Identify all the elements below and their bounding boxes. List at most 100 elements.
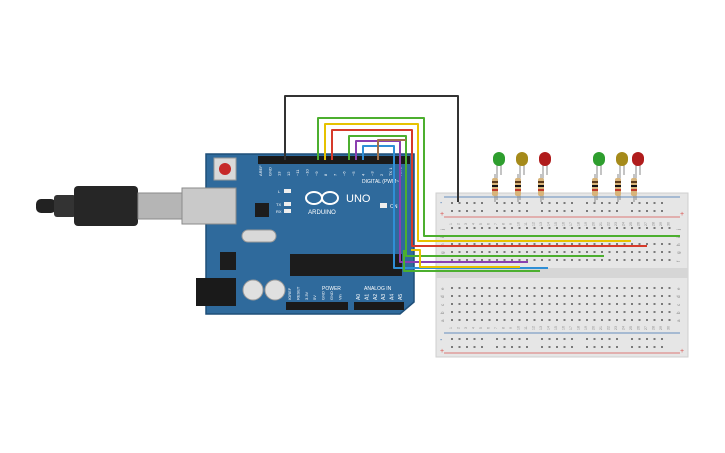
breadboard-hole[interactable] (548, 303, 551, 305)
breadboard-hole[interactable] (646, 303, 648, 305)
breadboard-hole[interactable] (563, 287, 566, 289)
rail-hole[interactable] (526, 210, 528, 212)
breadboard-hole[interactable] (586, 311, 588, 313)
breadboard-hole[interactable] (466, 311, 468, 313)
rail-hole[interactable] (518, 346, 521, 348)
breadboard-hole[interactable] (466, 319, 468, 321)
breadboard-hole[interactable] (623, 311, 626, 313)
breadboard-hole[interactable] (451, 259, 453, 261)
rail-hole[interactable] (653, 346, 656, 348)
breadboard-hole[interactable] (578, 295, 581, 297)
breadboard-hole[interactable] (466, 259, 468, 261)
breadboard-hole[interactable] (586, 303, 588, 305)
breadboard-hole[interactable] (466, 251, 468, 253)
breadboard-hole[interactable] (608, 319, 611, 321)
led-yellow[interactable] (616, 152, 628, 166)
breadboard-hole[interactable] (541, 311, 543, 313)
breadboard-hole[interactable] (586, 259, 588, 261)
breadboard-hole[interactable] (548, 251, 551, 253)
breadboard-hole[interactable] (586, 243, 588, 245)
breadboard-hole[interactable] (548, 287, 551, 289)
rail-hole[interactable] (661, 210, 663, 212)
breadboard-hole[interactable] (526, 287, 528, 289)
rail-hole[interactable] (638, 346, 641, 348)
breadboard-hole[interactable] (488, 251, 491, 253)
rail-hole[interactable] (466, 202, 468, 204)
breadboard-hole[interactable] (481, 243, 483, 245)
breadboard-hole[interactable] (668, 303, 671, 305)
breadboard-hole[interactable] (668, 243, 671, 245)
breadboard-hole[interactable] (541, 319, 543, 321)
breadboard-hole[interactable] (511, 243, 513, 245)
breadboard-hole[interactable] (518, 287, 521, 289)
rail-hole[interactable] (661, 338, 663, 340)
breadboard-hole[interactable] (451, 251, 453, 253)
breadboard-hole[interactable] (616, 259, 618, 261)
breadboard-hole[interactable] (661, 319, 663, 321)
breadboard-hole[interactable] (488, 227, 491, 229)
breadboard-hole[interactable] (451, 243, 453, 245)
breadboard-hole[interactable] (601, 311, 603, 313)
rail-hole[interactable] (451, 338, 453, 340)
rail-hole[interactable] (601, 346, 603, 348)
rail-hole[interactable] (556, 338, 558, 340)
rail-hole[interactable] (608, 210, 611, 212)
breadboard-hole[interactable] (563, 295, 566, 297)
breadboard-hole[interactable] (646, 311, 648, 313)
rail-hole[interactable] (503, 338, 506, 340)
breadboard-hole[interactable] (608, 243, 611, 245)
breadboard-hole[interactable] (488, 319, 491, 321)
rail-hole[interactable] (601, 202, 603, 204)
breadboard-hole[interactable] (638, 259, 641, 261)
breadboard-hole[interactable] (646, 295, 648, 297)
breadboard-hole[interactable] (548, 311, 551, 313)
led-yellow[interactable] (516, 152, 528, 166)
breadboard-hole[interactable] (473, 311, 476, 313)
rail-hole[interactable] (608, 202, 611, 204)
breadboard-hole[interactable] (593, 227, 596, 229)
rail-hole[interactable] (458, 338, 461, 340)
rail-hole[interactable] (601, 338, 603, 340)
rail-hole[interactable] (451, 346, 453, 348)
rail-hole[interactable] (496, 346, 498, 348)
breadboard-hole[interactable] (511, 287, 513, 289)
breadboard-hole[interactable] (503, 319, 506, 321)
breadboard-hole[interactable] (496, 251, 498, 253)
rail-hole[interactable] (616, 210, 618, 212)
breadboard-hole[interactable] (638, 319, 641, 321)
breadboard-hole[interactable] (511, 295, 513, 297)
breadboard-hole[interactable] (668, 251, 671, 253)
breadboard-hole[interactable] (623, 251, 626, 253)
breadboard-hole[interactable] (653, 287, 656, 289)
breadboard-hole[interactable] (466, 243, 468, 245)
rail-hole[interactable] (503, 346, 506, 348)
rail-hole[interactable] (646, 202, 648, 204)
breadboard-hole[interactable] (661, 311, 663, 313)
breadboard-hole[interactable] (601, 243, 603, 245)
breadboard-hole[interactable] (533, 287, 536, 289)
breadboard-hole[interactable] (533, 295, 536, 297)
breadboard-hole[interactable] (586, 251, 588, 253)
breadboard-hole[interactable] (661, 259, 663, 261)
breadboard-hole[interactable] (646, 251, 648, 253)
breadboard-hole[interactable] (653, 243, 656, 245)
rail-hole[interactable] (586, 202, 588, 204)
breadboard-hole[interactable] (638, 287, 641, 289)
breadboard-hole[interactable] (623, 287, 626, 289)
breadboard-hole[interactable] (608, 287, 611, 289)
breadboard-hole[interactable] (616, 243, 618, 245)
breadboard-hole[interactable] (578, 287, 581, 289)
rail-hole[interactable] (571, 338, 573, 340)
rail-hole[interactable] (563, 338, 566, 340)
breadboard-hole[interactable] (518, 243, 521, 245)
breadboard-hole[interactable] (653, 227, 656, 229)
breadboard-hole[interactable] (578, 243, 581, 245)
breadboard-hole[interactable] (541, 287, 543, 289)
rail-hole[interactable] (503, 210, 506, 212)
breadboard-hole[interactable] (533, 303, 536, 305)
breadboard-hole[interactable] (608, 303, 611, 305)
breadboard-hole[interactable] (623, 319, 626, 321)
breadboard-hole[interactable] (616, 319, 618, 321)
breadboard-hole[interactable] (601, 251, 603, 253)
breadboard-hole[interactable] (496, 303, 498, 305)
